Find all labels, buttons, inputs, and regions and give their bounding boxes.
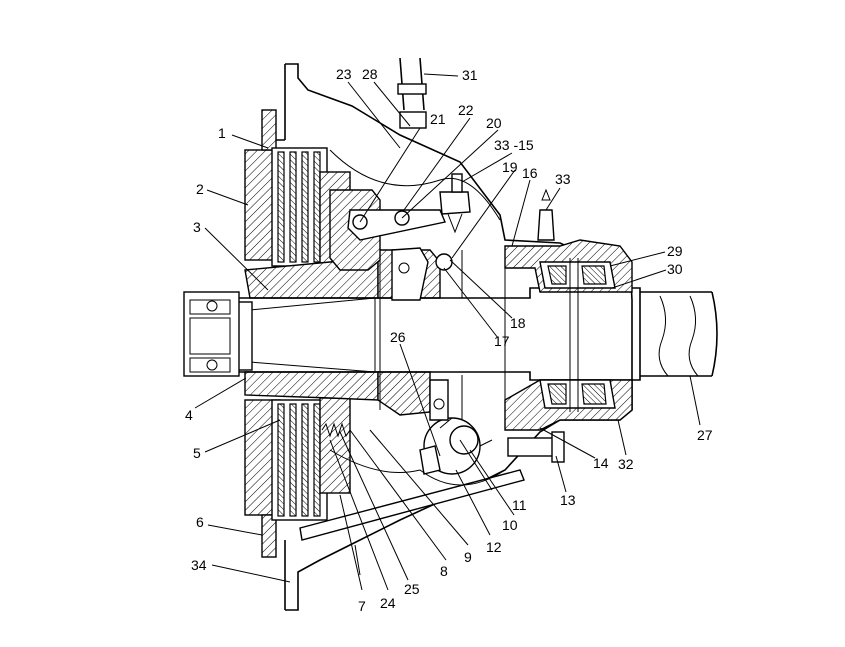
output-shaft xyxy=(640,291,712,377)
callout-32: 32 xyxy=(618,456,634,472)
lever-link xyxy=(391,247,429,301)
hub-collar-lower xyxy=(377,371,431,416)
callout-21: 21 xyxy=(430,111,446,127)
taper-bearing-bottom xyxy=(539,379,616,409)
shaft-end xyxy=(237,301,253,371)
callout-33-15: 33 -15 xyxy=(494,137,534,153)
bolt-13 xyxy=(507,437,559,457)
callout-31: 31 xyxy=(462,67,478,83)
leaders xyxy=(194,73,701,591)
callout-8: 8 xyxy=(440,563,448,579)
callout-11: 11 xyxy=(512,497,527,513)
callout-24: 24 xyxy=(380,595,396,611)
flange-ring-bottom xyxy=(261,514,277,558)
pin-17 xyxy=(435,253,453,271)
callout-29: 29 xyxy=(667,243,683,259)
callout-12: 12 xyxy=(486,539,502,555)
callout-labels: 1 2 3 4 5 6 34 7 24 25 8 9 12 10 11 13 1… xyxy=(185,66,713,614)
callout-22: 22 xyxy=(458,102,474,118)
callout-9: 9 xyxy=(464,549,472,565)
eccentric-cam xyxy=(419,417,493,475)
callout-28: 28 xyxy=(362,66,378,82)
callout-23: 23 xyxy=(336,66,352,82)
clutch-discs-bottom xyxy=(271,397,351,521)
callout-34: 34 xyxy=(191,557,207,573)
callout-10: 10 xyxy=(502,517,518,533)
callout-20: 20 xyxy=(486,115,502,131)
lower-rod xyxy=(299,469,525,541)
callout-1: 1 xyxy=(218,125,226,141)
callout-6: 6 xyxy=(196,514,204,530)
callout-26: 26 xyxy=(390,329,406,345)
bell-housing-flange-top xyxy=(276,64,286,141)
callout-30: 30 xyxy=(667,261,683,277)
spline-stub xyxy=(183,291,240,377)
callout-7: 7 xyxy=(358,598,366,614)
main-shaft xyxy=(238,287,641,381)
adjuster-stud xyxy=(439,191,471,215)
lower-pin-26 xyxy=(429,379,449,421)
callout-5: 5 xyxy=(193,445,201,461)
callout-4: 4 xyxy=(185,407,193,423)
grease-nipple xyxy=(537,209,555,241)
callout-2: 2 xyxy=(196,181,204,197)
callout-3: 3 xyxy=(193,219,201,235)
callout-18: 18 xyxy=(510,315,526,331)
callout-14: 14 xyxy=(593,455,609,471)
callout-16: 16 xyxy=(522,165,538,181)
spring-25 xyxy=(321,422,351,438)
callout-33: 33 xyxy=(555,171,571,187)
callout-17: 17 xyxy=(494,333,510,349)
callout-25: 25 xyxy=(404,581,420,597)
mechanism xyxy=(183,57,718,611)
callout-27: 27 xyxy=(697,427,713,443)
flange-ring-top xyxy=(261,109,277,151)
callout-13: 13 xyxy=(560,492,576,508)
callout-19: 19 xyxy=(502,159,518,175)
hub-lower xyxy=(244,371,379,401)
release-lever xyxy=(347,209,446,241)
